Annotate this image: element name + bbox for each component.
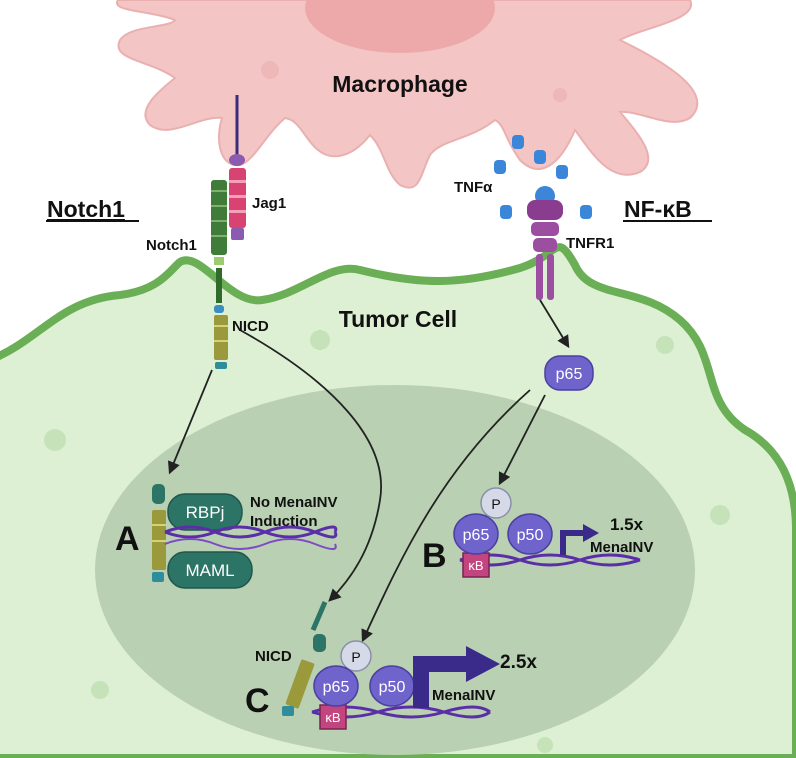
panel-c-fold-label: 2.5x (500, 652, 537, 673)
panel-c-p65-label: p65 (323, 679, 350, 696)
macrophage-nucleus (305, 0, 495, 53)
notch1-pathway-title: Notch1 (47, 196, 125, 222)
macrophage-vesicle (261, 61, 279, 79)
panel-a-letter: A (115, 520, 140, 558)
notch1-receptor (211, 180, 228, 369)
panel-b-p65-label: p65 (463, 527, 490, 544)
panel-c-gene-label: MenaINV (432, 687, 495, 704)
p65-cytoplasm-label: p65 (556, 366, 583, 383)
panel-b-phospho-label: P (491, 496, 500, 512)
tumor-vesicle (710, 505, 730, 525)
panel-b-complex (453, 487, 641, 578)
notch1-receptor-label: Notch1 (146, 237, 197, 254)
panel-c-letter: C (245, 682, 270, 720)
arrow-nicd-to-a (168, 369, 213, 475)
tumor-cell-label: Tumor Cell (339, 306, 457, 332)
panel-a-complex (152, 484, 338, 589)
panel-b-letter: B (422, 537, 447, 575)
p65-cytoplasm-node (544, 355, 594, 391)
nicd-nucleus-label: NICD (255, 648, 292, 665)
rbpj-label: RBPj (186, 503, 225, 522)
panel-c-kb-label: κB (325, 710, 340, 725)
maml-label: MAML (185, 561, 234, 580)
tumor-vesicle (310, 330, 330, 350)
tumor-vesicle (91, 681, 109, 699)
panel-b-kb-label: κB (468, 558, 483, 573)
arrow-tnfr1-to-p65 (539, 299, 570, 349)
panel-b-fold-label: 1.5x (610, 515, 644, 534)
panel-c-complex (282, 601, 500, 730)
tumor-nucleus (95, 385, 695, 755)
tnfa-label: TNFα (454, 179, 493, 196)
tnfr1-receptor (527, 200, 563, 300)
jag1-label: Jag1 (252, 195, 286, 212)
no-menainv-label: No MenaINV (250, 494, 338, 511)
arrow-p65-to-c (361, 389, 531, 643)
arrow-p65-to-b (498, 394, 546, 486)
induction-label: Induction (250, 513, 318, 530)
tnfr1-label: TNFR1 (566, 235, 614, 252)
tumor-vesicle (656, 336, 674, 354)
macrophage-vesicle (553, 88, 567, 102)
macrophage-cell (115, 0, 699, 189)
panel-c-phospho-label: P (351, 649, 360, 665)
nfkb-pathway-title: NF-κB (624, 196, 692, 222)
tumor-vesicle (537, 737, 553, 753)
macrophage-label: Macrophage (332, 71, 467, 97)
jag1-ligand (229, 95, 246, 240)
arrow-nicd-to-c (239, 329, 382, 602)
nicd-membrane-label: NICD (232, 318, 269, 335)
panel-b-gene-label: MenaINV (590, 539, 653, 556)
tumor-vesicle (44, 429, 66, 451)
panel-b-p50-label: p50 (517, 527, 544, 544)
panel-c-p50-label: p50 (379, 679, 406, 696)
